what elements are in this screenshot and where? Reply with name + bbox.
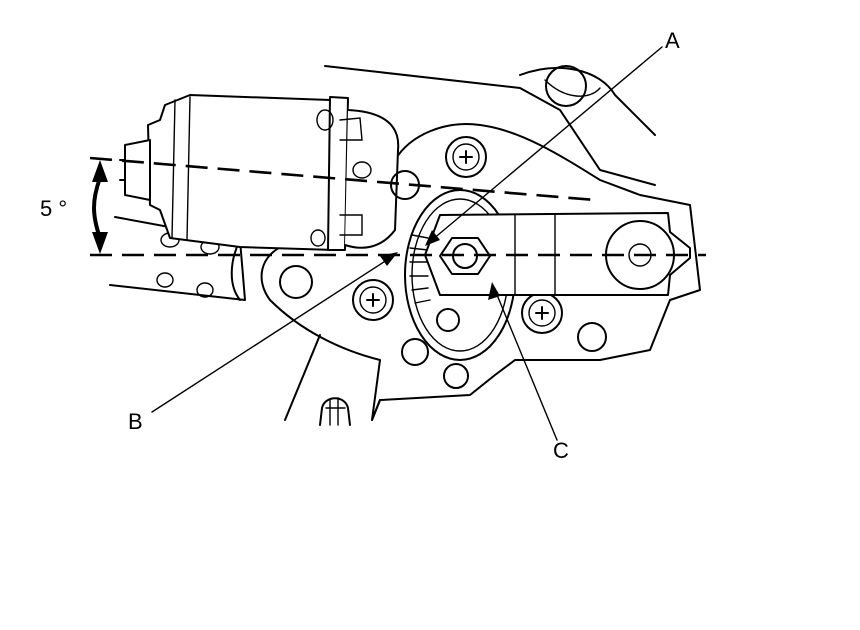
leader-lines: [151, 46, 663, 441]
callout-b-label: B: [128, 409, 143, 434]
harness-connector: [319, 397, 351, 426]
bracket-holes: [279, 65, 607, 389]
phillips-screw-left: [352, 279, 394, 321]
callout-a-label: A: [665, 28, 680, 53]
angle-arrow: [92, 160, 108, 254]
angle-label: 5 °: [40, 196, 67, 221]
phillips-screw-right: [521, 292, 563, 334]
body-panel: [324, 65, 656, 186]
reference-lines: [89, 156, 706, 257]
wiper-motor: [119, 94, 400, 251]
phillips-screw-top: [445, 136, 487, 178]
callout-c-label: C: [553, 438, 569, 463]
